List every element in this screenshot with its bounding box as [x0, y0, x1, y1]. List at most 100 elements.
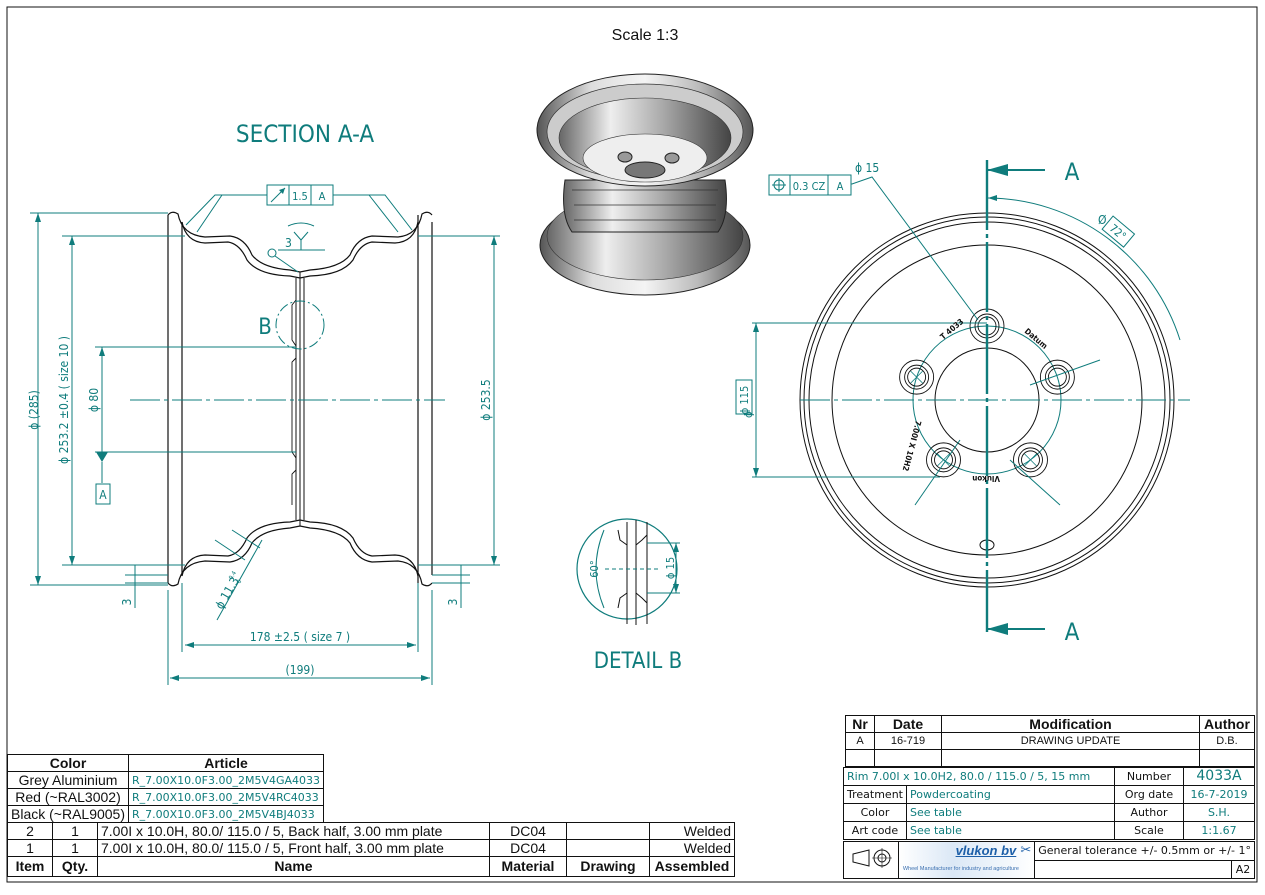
rev-cell — [874, 749, 942, 767]
dim-flange-left: 3 — [120, 599, 134, 606]
parts-header-assembled: Assembled — [649, 856, 735, 877]
scale-value: 1:1.67 — [1182, 821, 1256, 840]
angle-box — [1101, 215, 1136, 248]
section-profile — [167, 211, 433, 587]
dim-inner-diameter-lines — [418, 235, 500, 566]
color-name: Black (~RAL9005) — [6, 805, 130, 823]
treatment-label: Treatment — [843, 785, 907, 804]
rev-header-date: Date — [874, 715, 942, 733]
dim-hole-tol-upper: 0.4 — [228, 570, 239, 581]
detail-title: DETAIL B — [594, 649, 682, 674]
engraving-brand: Vlukon — [972, 474, 1000, 483]
rev-header-nr: Nr — [845, 715, 875, 733]
art-code-label: Art code — [843, 821, 907, 840]
scale-label: Scale — [1113, 821, 1184, 840]
section-dimensions-bottom — [125, 529, 470, 685]
part-assembled: Welded — [649, 839, 735, 857]
front-view — [752, 160, 1190, 635]
position-value: 0.3 CZ — [793, 180, 826, 193]
number-label: Number — [1113, 767, 1184, 786]
rev-header-author: Author — [1199, 715, 1255, 733]
detail-diameter: ϕ 15 — [664, 557, 677, 579]
revision-table: Nr Date Modification Author A 16-719 DRA… — [845, 715, 1255, 767]
color-label: Color — [843, 803, 907, 822]
bolt-hole — [1039, 359, 1075, 395]
part-qty: 1 — [52, 822, 98, 840]
dim-flange-right: 3 — [446, 599, 460, 606]
part-item: 2 — [7, 822, 53, 840]
org-date-label: Org date — [1113, 785, 1184, 804]
dim-outer-diameter: ϕ (285) — [27, 390, 41, 430]
weld-value: 3 — [285, 236, 292, 250]
art-code-value: See table — [905, 821, 1115, 840]
color-name: Red (~RAL3002) — [6, 788, 130, 806]
color-name: Grey Aluminium — [6, 771, 130, 789]
parts-header-qty: Qty. — [52, 856, 98, 877]
bolt-hole — [926, 442, 961, 478]
part-name: 7.00I x 10.0H, 80.0/ 115.0 / 5, Front ha… — [97, 839, 490, 857]
parts-row: 1 1 7.00I x 10.0H, 80.0/ 115.0 / 5, Fron… — [7, 839, 735, 857]
rev-header-modification: Modification — [941, 715, 1200, 733]
part-name: 7.00I x 10.0H, 80.0/ 115.0 / 5, Back hal… — [97, 822, 490, 840]
detail-b-marker — [275, 300, 325, 350]
part-item: 1 — [7, 839, 53, 857]
color-table: Color Article Grey Aluminium R_7.00X10.0… — [6, 754, 325, 823]
engraving-datum: Datum — [1023, 327, 1049, 351]
runout-datum: A — [319, 190, 326, 203]
author-value: S.H. — [1182, 803, 1256, 822]
title-description: Rim 7.00I x 10.0H2, 80.0 / 115.0 / 5, 15… — [843, 767, 1115, 786]
rev-nr: A — [845, 732, 875, 750]
color-header: Color — [6, 754, 130, 772]
section-dimensions-left — [30, 212, 296, 586]
part-assembled: Welded — [649, 822, 735, 840]
org-date-value: 16-7-2019 — [1182, 785, 1256, 804]
bolt-circle-symbol: ϕ — [742, 411, 755, 418]
parts-header-drawing: Drawing — [566, 856, 650, 877]
datum-a-box — [95, 483, 111, 505]
part-material: DC04 — [489, 822, 567, 840]
sheet-size: A2 — [1230, 859, 1256, 879]
company-logo-icon: ✂ — [1020, 843, 1032, 858]
datum-a-label: A — [99, 488, 107, 502]
company-logo: vlukon bv ✂ Wheel Manufacturer for indus… — [897, 841, 1036, 879]
detail-b-ref: B — [258, 315, 272, 340]
article-code: R_7.00X10.0F3.00_2M5V4RC4033 — [128, 788, 325, 806]
section-marker-bottom: A — [1065, 618, 1080, 646]
color-value: See table — [905, 803, 1115, 822]
bolt-hole — [1013, 442, 1048, 478]
article-code: R_7.00X10.0F3.00_2M5V4GA4033 — [128, 771, 325, 789]
angle-prefix: Ø — [1098, 213, 1107, 227]
front-hole-diameter: ϕ 15 — [855, 161, 879, 175]
treatment-value: Powdercoating — [905, 785, 1115, 804]
rev-author: D.B. — [1199, 732, 1255, 750]
dim-hole-tol-lower: 0 — [236, 578, 244, 585]
part-drawing — [566, 839, 650, 857]
rev-modification: DRAWING UPDATE — [941, 732, 1200, 750]
part-qty: 1 — [52, 839, 98, 857]
article-header: Article — [128, 754, 325, 772]
parts-header-material: Material — [489, 856, 567, 877]
parts-header-name: Name — [97, 856, 490, 877]
part-drawing — [566, 822, 650, 840]
author-label: Author — [1113, 803, 1184, 822]
parts-row: 2 1 7.00I x 10.0H, 80.0/ 115.0 / 5, Back… — [7, 822, 735, 840]
rev-cell — [941, 749, 1200, 767]
iso-scale-label: Scale 1:3 — [612, 27, 679, 44]
rev-cell — [1199, 749, 1255, 767]
title-block: Rim 7.00I x 10.0H2, 80.0 / 115.0 / 5, 15… — [843, 767, 1256, 840]
title-block-footer: vlukon bv ✂ Wheel Manufacturer for indus… — [843, 841, 1256, 879]
dim-inner-diameter: ϕ 253.5 — [479, 379, 493, 420]
color-row: Black (~RAL9005) R_7.00X10.0F3.00_2M5V4B… — [6, 805, 325, 823]
engraving-part-number: T 4033 — [939, 317, 966, 342]
bolt-circle-diameter: ϕ 115 — [738, 386, 751, 415]
dim-bead-seat-diameter: ϕ 253.2 ±0.4 ( size 10 ) — [57, 336, 71, 464]
article-code: R_7.00X10.0F3.00_2M5V4BJ4033 — [128, 805, 325, 823]
rev-row: A 16-719 DRAWING UPDATE D.B. — [845, 732, 1255, 750]
company-name: vlukon bv — [955, 843, 1017, 858]
weld-symbol — [267, 222, 325, 273]
runout-frame — [185, 184, 413, 233]
engraving-size: 7.00I X 10H2 — [901, 419, 923, 472]
third-angle-projection-icon — [852, 848, 892, 868]
